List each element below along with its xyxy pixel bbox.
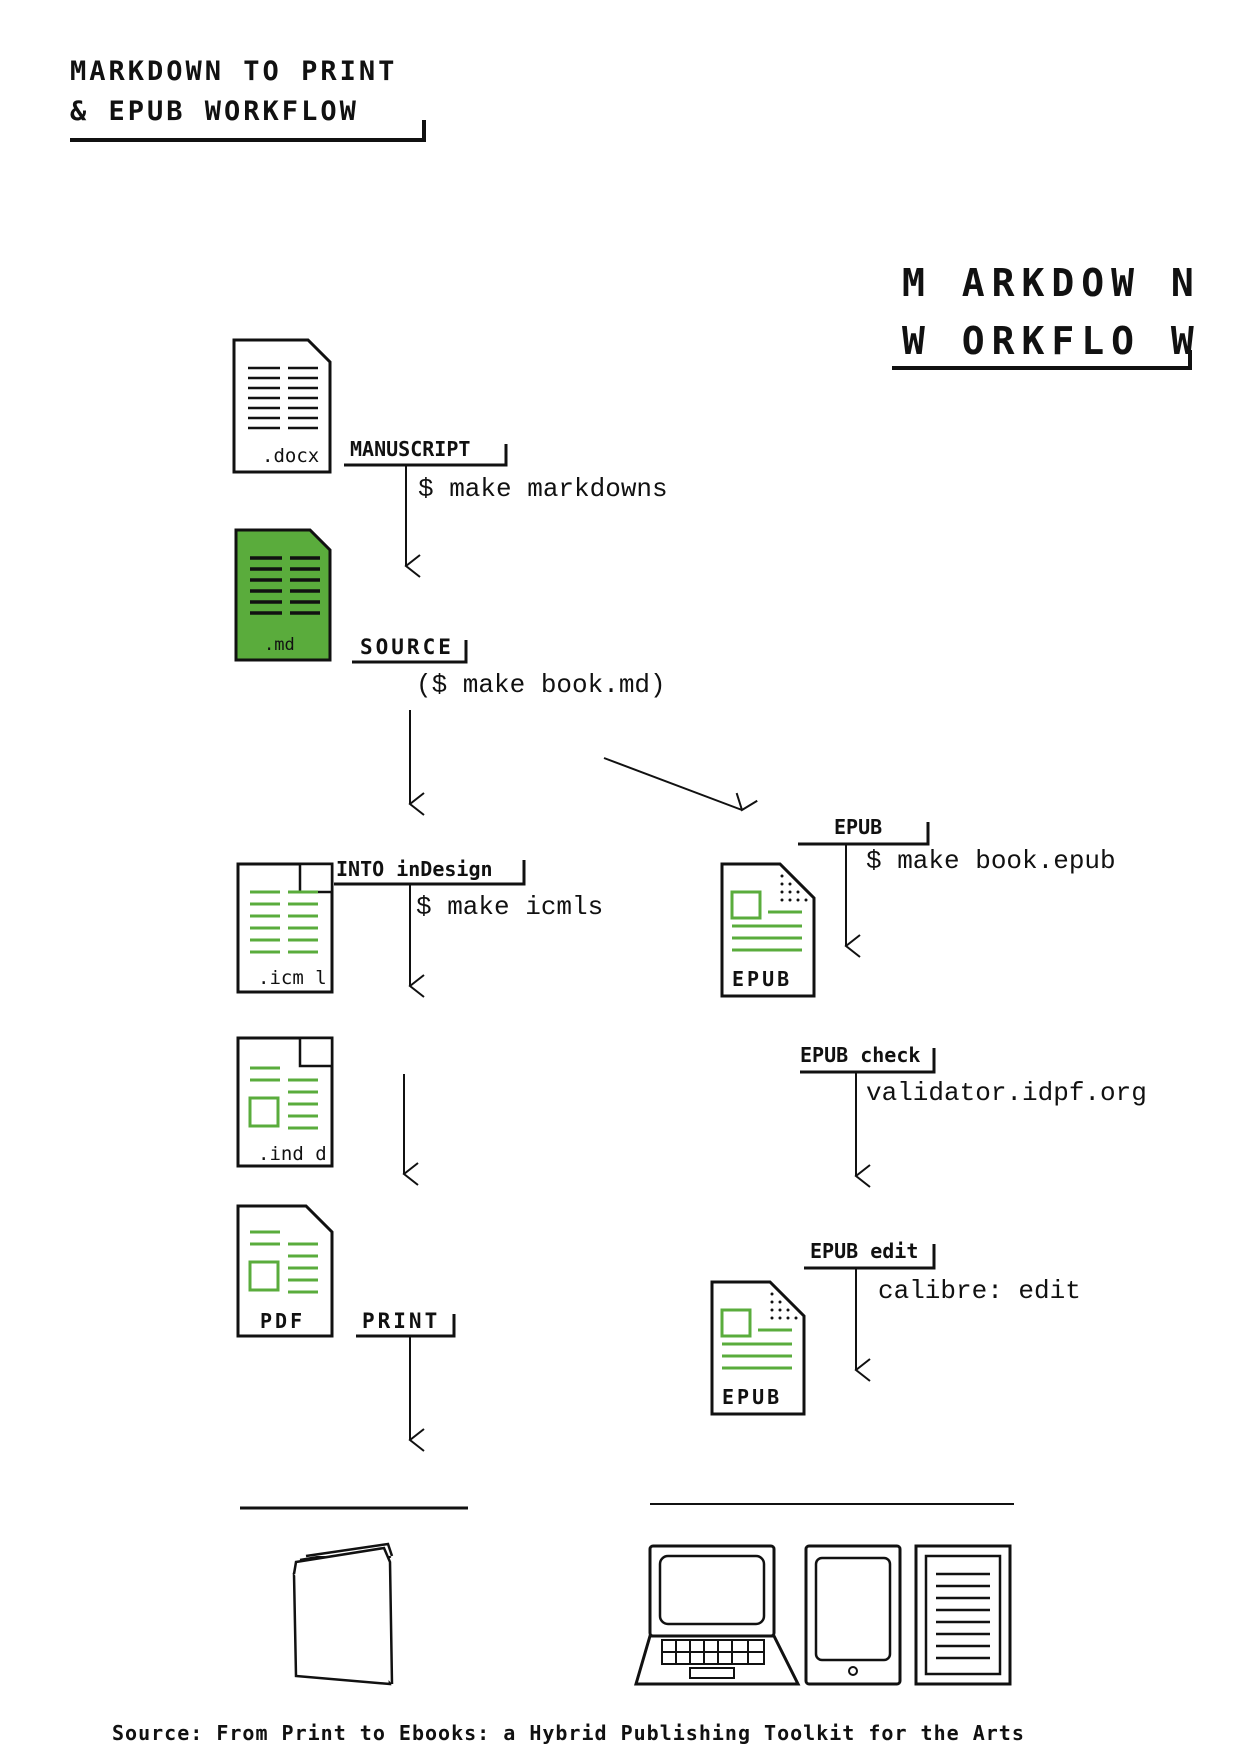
laptop-icon bbox=[634, 1544, 801, 1686]
epub-file-label-2: EPUB bbox=[722, 1385, 782, 1409]
step-manuscript: MANUSCRIPT $ make markdowns bbox=[344, 437, 668, 578]
indd-file-icon: .ind d bbox=[236, 1036, 334, 1168]
indesign-label: INTO inDesign bbox=[336, 857, 493, 881]
subtitle-line1: M ARKDOW N bbox=[902, 261, 1201, 305]
md-file-label: .md bbox=[264, 635, 295, 655]
step-epub-edit: EPUB edit calibre: edit bbox=[804, 1239, 1081, 1382]
epub-command: $ make book.epub bbox=[866, 846, 1116, 876]
step-indesign: INTO inDesign $ make icmls bbox=[334, 857, 603, 998]
arrow-source-to-epub bbox=[603, 757, 758, 812]
epub-edit-label: EPUB edit bbox=[810, 1239, 918, 1263]
pdf-file-label: PDF bbox=[260, 1309, 305, 1333]
step-epub: EPUB $ make book.epub bbox=[798, 815, 1116, 958]
source-credit: Source: From Print to Ebooks: a Hybrid P… bbox=[112, 1721, 1025, 1745]
epub-check-command: validator.idpf.org bbox=[866, 1078, 1147, 1108]
epub-file-icon-1: EPUB bbox=[720, 862, 816, 998]
pdf-file-icon: PDF bbox=[236, 1204, 334, 1338]
printed-book-icon bbox=[292, 1542, 394, 1686]
epub-file-label-1: EPUB bbox=[732, 967, 792, 991]
source-command: ($ make book.md) bbox=[416, 670, 666, 700]
indd-file-label: .ind d bbox=[258, 1143, 327, 1165]
docx-file-icon: .docx bbox=[232, 338, 332, 474]
tablet-icon bbox=[804, 1544, 902, 1686]
step-print: PRINT bbox=[356, 1309, 456, 1452]
subtitle-line2: W ORKFLO W bbox=[902, 319, 1201, 363]
epub-label: EPUB bbox=[834, 815, 882, 839]
main-title-line2: & EPUB WORKFLOW bbox=[70, 96, 359, 127]
step-source: SOURCE ($ make book.md) bbox=[352, 635, 758, 816]
epub-check-label: EPUB check bbox=[800, 1043, 920, 1067]
step-epub-check: EPUB check validator.idpf.org bbox=[800, 1043, 1147, 1188]
epub-edit-command: calibre: edit bbox=[878, 1276, 1081, 1306]
icml-file-label: .icm l bbox=[258, 967, 327, 989]
manuscript-command: $ make markdowns bbox=[418, 474, 668, 504]
source-label: SOURCE bbox=[360, 635, 454, 659]
epub-file-icon-2: EPUB bbox=[710, 1280, 806, 1416]
subtitle: M ARKDOW N W ORKFLO W bbox=[892, 261, 1201, 370]
ereader-icon bbox=[914, 1544, 1012, 1686]
print-label: PRINT bbox=[362, 1309, 440, 1333]
main-title-line1: MARKDOWN TO PRINT bbox=[70, 56, 397, 87]
md-file-icon: .md bbox=[234, 528, 332, 662]
icml-file-icon: .icm l bbox=[236, 862, 334, 994]
docx-file-label: .docx bbox=[262, 445, 319, 467]
main-title-underline bbox=[70, 120, 426, 142]
subtitle-underline bbox=[892, 350, 1192, 370]
main-title: MARKDOWN TO PRINT & EPUB WORKFLOW bbox=[70, 56, 426, 142]
manuscript-label: MANUSCRIPT bbox=[350, 437, 470, 461]
indesign-command: $ make icmls bbox=[416, 892, 603, 922]
